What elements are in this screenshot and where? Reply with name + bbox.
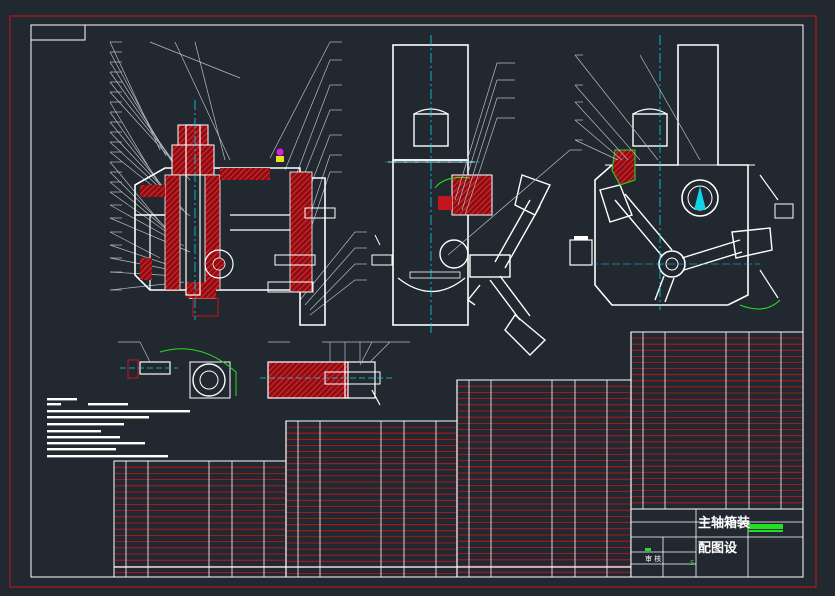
side-view xyxy=(371,35,582,356)
corner-label-box xyxy=(30,24,86,41)
title-block xyxy=(630,508,804,578)
parts-list-tables xyxy=(113,331,804,578)
technical-notes-block xyxy=(47,398,190,458)
detail-views xyxy=(118,341,410,406)
outer-sheet-border xyxy=(9,15,817,588)
drawing-title-line2: 配图设 xyxy=(698,541,738,556)
rear-view xyxy=(569,35,794,310)
approval-label: 审 核 xyxy=(645,555,662,563)
drawing-title-line1: 主轴箱装 xyxy=(698,516,751,531)
front-section-view xyxy=(109,41,367,326)
sheet-mark: S xyxy=(690,559,695,567)
